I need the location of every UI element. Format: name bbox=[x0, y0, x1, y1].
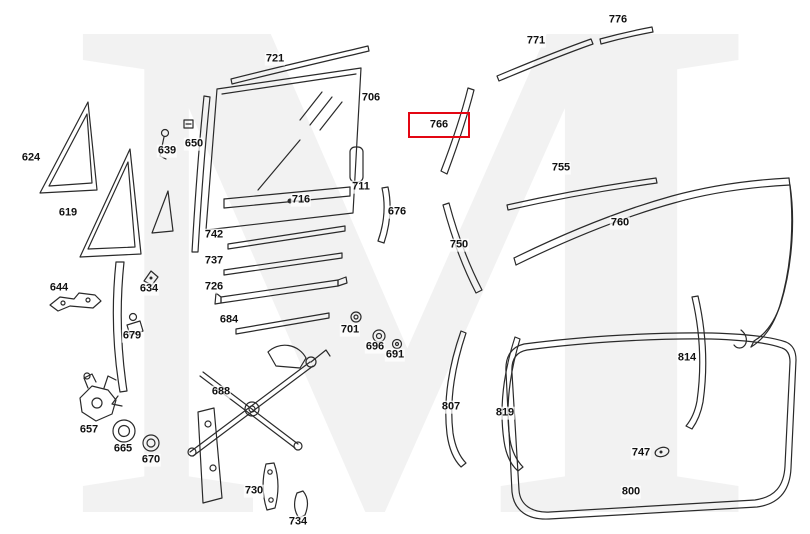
part-label-760[interactable]: 760 bbox=[609, 216, 631, 230]
part-label-730[interactable]: 730 bbox=[243, 484, 265, 498]
part-label-679[interactable]: 679 bbox=[121, 329, 143, 343]
part-label-726[interactable]: 726 bbox=[203, 280, 225, 294]
part-label-701[interactable]: 701 bbox=[339, 323, 361, 337]
part-750-moulding bbox=[442, 202, 483, 294]
part-label-657[interactable]: 657 bbox=[78, 423, 100, 437]
part-800-door-seal bbox=[505, 332, 797, 520]
watermark-letter: M bbox=[70, 0, 759, 534]
part-760-roof-rail bbox=[513, 177, 794, 349]
part-label-771[interactable]: 771 bbox=[525, 34, 547, 48]
part-label-634[interactable]: 634 bbox=[138, 282, 160, 296]
part-706-door-glass bbox=[205, 67, 362, 231]
part-label-755[interactable]: 755 bbox=[550, 161, 572, 175]
part-737-strip bbox=[223, 252, 343, 276]
part-684-strip bbox=[235, 312, 330, 335]
part-label-819[interactable]: 819 bbox=[494, 406, 516, 420]
part-label-711[interactable]: 711 bbox=[351, 180, 371, 194]
part-label-750[interactable]: 750 bbox=[448, 238, 470, 252]
part-701-washer bbox=[350, 311, 362, 323]
part-734-pad bbox=[293, 490, 309, 519]
part-716-lower-rail bbox=[223, 186, 351, 209]
part-819-pillar-seal bbox=[501, 336, 524, 472]
part-766-moulding bbox=[440, 87, 475, 175]
part-747-clip bbox=[654, 446, 670, 458]
part-label-665[interactable]: 665 bbox=[112, 442, 134, 456]
part-776-moulding bbox=[599, 26, 654, 45]
part-691-washer bbox=[391, 338, 403, 350]
part-label-670[interactable]: 670 bbox=[140, 453, 162, 467]
part-label-766[interactable]: 766 bbox=[428, 118, 450, 132]
part-label-807[interactable]: 807 bbox=[440, 400, 462, 414]
part-label-814[interactable]: 814 bbox=[676, 351, 698, 365]
part-label-644[interactable]: 644 bbox=[48, 281, 70, 295]
part-label-737[interactable]: 737 bbox=[203, 254, 225, 268]
part-814-pillar-strip bbox=[685, 295, 707, 430]
part-650-clip bbox=[183, 119, 194, 129]
part-label-747[interactable]: 747 bbox=[630, 446, 652, 460]
part-label-691[interactable]: 691 bbox=[384, 348, 406, 362]
part-644-bracket bbox=[49, 292, 102, 312]
part-670-grommet bbox=[142, 434, 160, 452]
part-label-721[interactable]: 721 bbox=[264, 52, 286, 66]
part-755-moulding bbox=[506, 177, 658, 211]
part-label-696[interactable]: 696 bbox=[364, 340, 386, 354]
part-label-734[interactable]: 734 bbox=[287, 515, 309, 529]
part-label-706[interactable]: 706 bbox=[360, 91, 382, 105]
part-721-upper-moulding bbox=[230, 45, 370, 85]
part-label-742[interactable]: 742 bbox=[203, 228, 225, 242]
part-726-strip bbox=[214, 276, 348, 305]
part-label-688[interactable]: 688 bbox=[210, 385, 232, 399]
part-seal-wedge bbox=[151, 190, 174, 234]
part-676-guide-channel bbox=[377, 186, 391, 244]
part-657-lock-assembly bbox=[79, 372, 117, 422]
part-label-800[interactable]: 800 bbox=[620, 485, 642, 499]
part-label-639[interactable]: 639 bbox=[156, 144, 178, 158]
part-label-624[interactable]: 624 bbox=[20, 151, 42, 165]
part-688-window-regulator bbox=[187, 344, 331, 504]
part-label-650[interactable]: 650 bbox=[183, 137, 205, 151]
part-label-776[interactable]: 776 bbox=[607, 13, 629, 27]
part-label-716[interactable]: 716 bbox=[290, 193, 312, 207]
part-label-684[interactable]: 684 bbox=[218, 313, 240, 327]
part-742-strip bbox=[227, 225, 346, 250]
part-730-guide bbox=[262, 462, 279, 511]
part-label-619[interactable]: 619 bbox=[57, 206, 79, 220]
highlight-box-766 bbox=[408, 112, 470, 138]
part-665-grommet bbox=[112, 419, 136, 443]
part-label-676[interactable]: 676 bbox=[386, 205, 408, 219]
part-624-vent-window-frame bbox=[39, 101, 98, 194]
part-771-moulding bbox=[496, 38, 594, 82]
part-807-pillar-seal bbox=[445, 330, 467, 468]
part-619-vent-window bbox=[79, 148, 142, 407]
